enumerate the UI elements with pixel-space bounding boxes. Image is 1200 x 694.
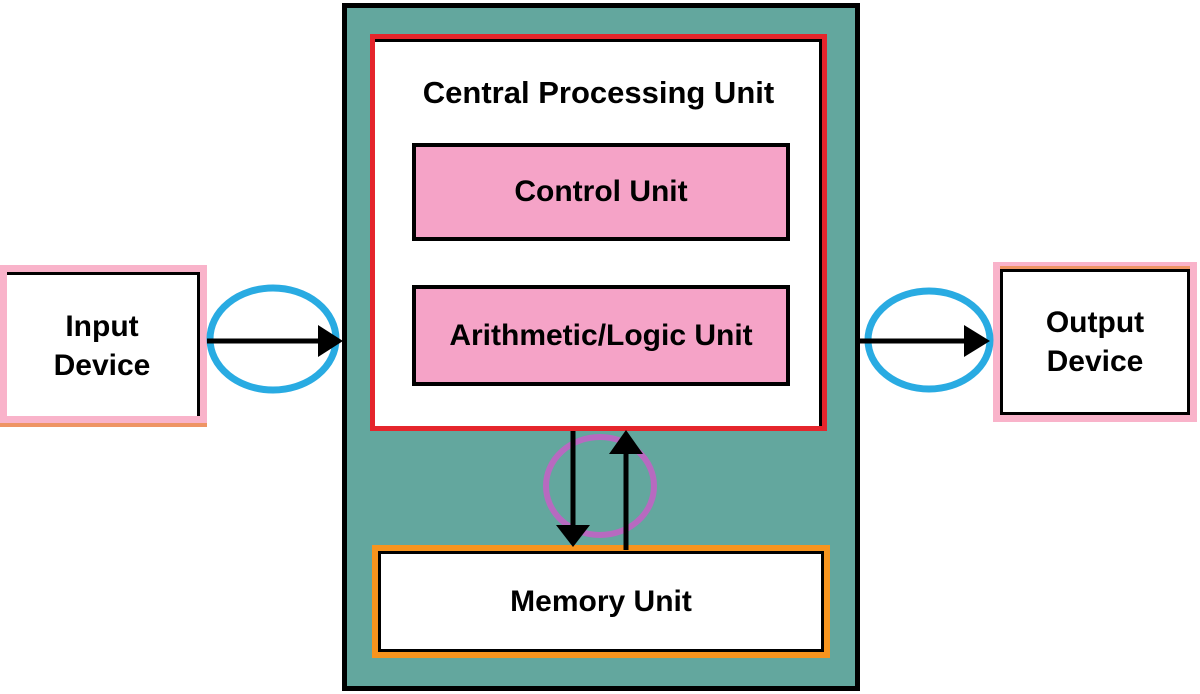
control-unit-label: Control Unit bbox=[514, 175, 688, 208]
control-unit-box: Control Unit bbox=[412, 143, 790, 241]
cpu-title: Central Processing Unit bbox=[422, 75, 775, 110]
alu-label: Arithmetic/Logic Unit bbox=[449, 318, 753, 352]
cpu-box: Central Processing Unit Control Unit Ari… bbox=[370, 34, 827, 431]
input-flow-highlight-ellipse bbox=[206, 284, 340, 394]
memory-unit-inner: Memory Unit bbox=[378, 551, 824, 652]
output-device-box: Output Device bbox=[993, 262, 1197, 422]
memory-unit-box: Memory Unit bbox=[372, 545, 830, 658]
output-flow-highlight-ellipse bbox=[864, 287, 994, 393]
input-device-box: Input Device bbox=[0, 265, 207, 423]
memory-unit-label: Memory Unit bbox=[510, 584, 692, 618]
output-device-label: Output Device bbox=[1000, 269, 1190, 415]
cpu-to-output-arrow bbox=[858, 325, 990, 357]
alu-box: Arithmetic/Logic Unit bbox=[412, 285, 790, 386]
input-device-label: Input Device bbox=[7, 272, 200, 416]
input-to-cpu-arrow bbox=[207, 325, 343, 357]
